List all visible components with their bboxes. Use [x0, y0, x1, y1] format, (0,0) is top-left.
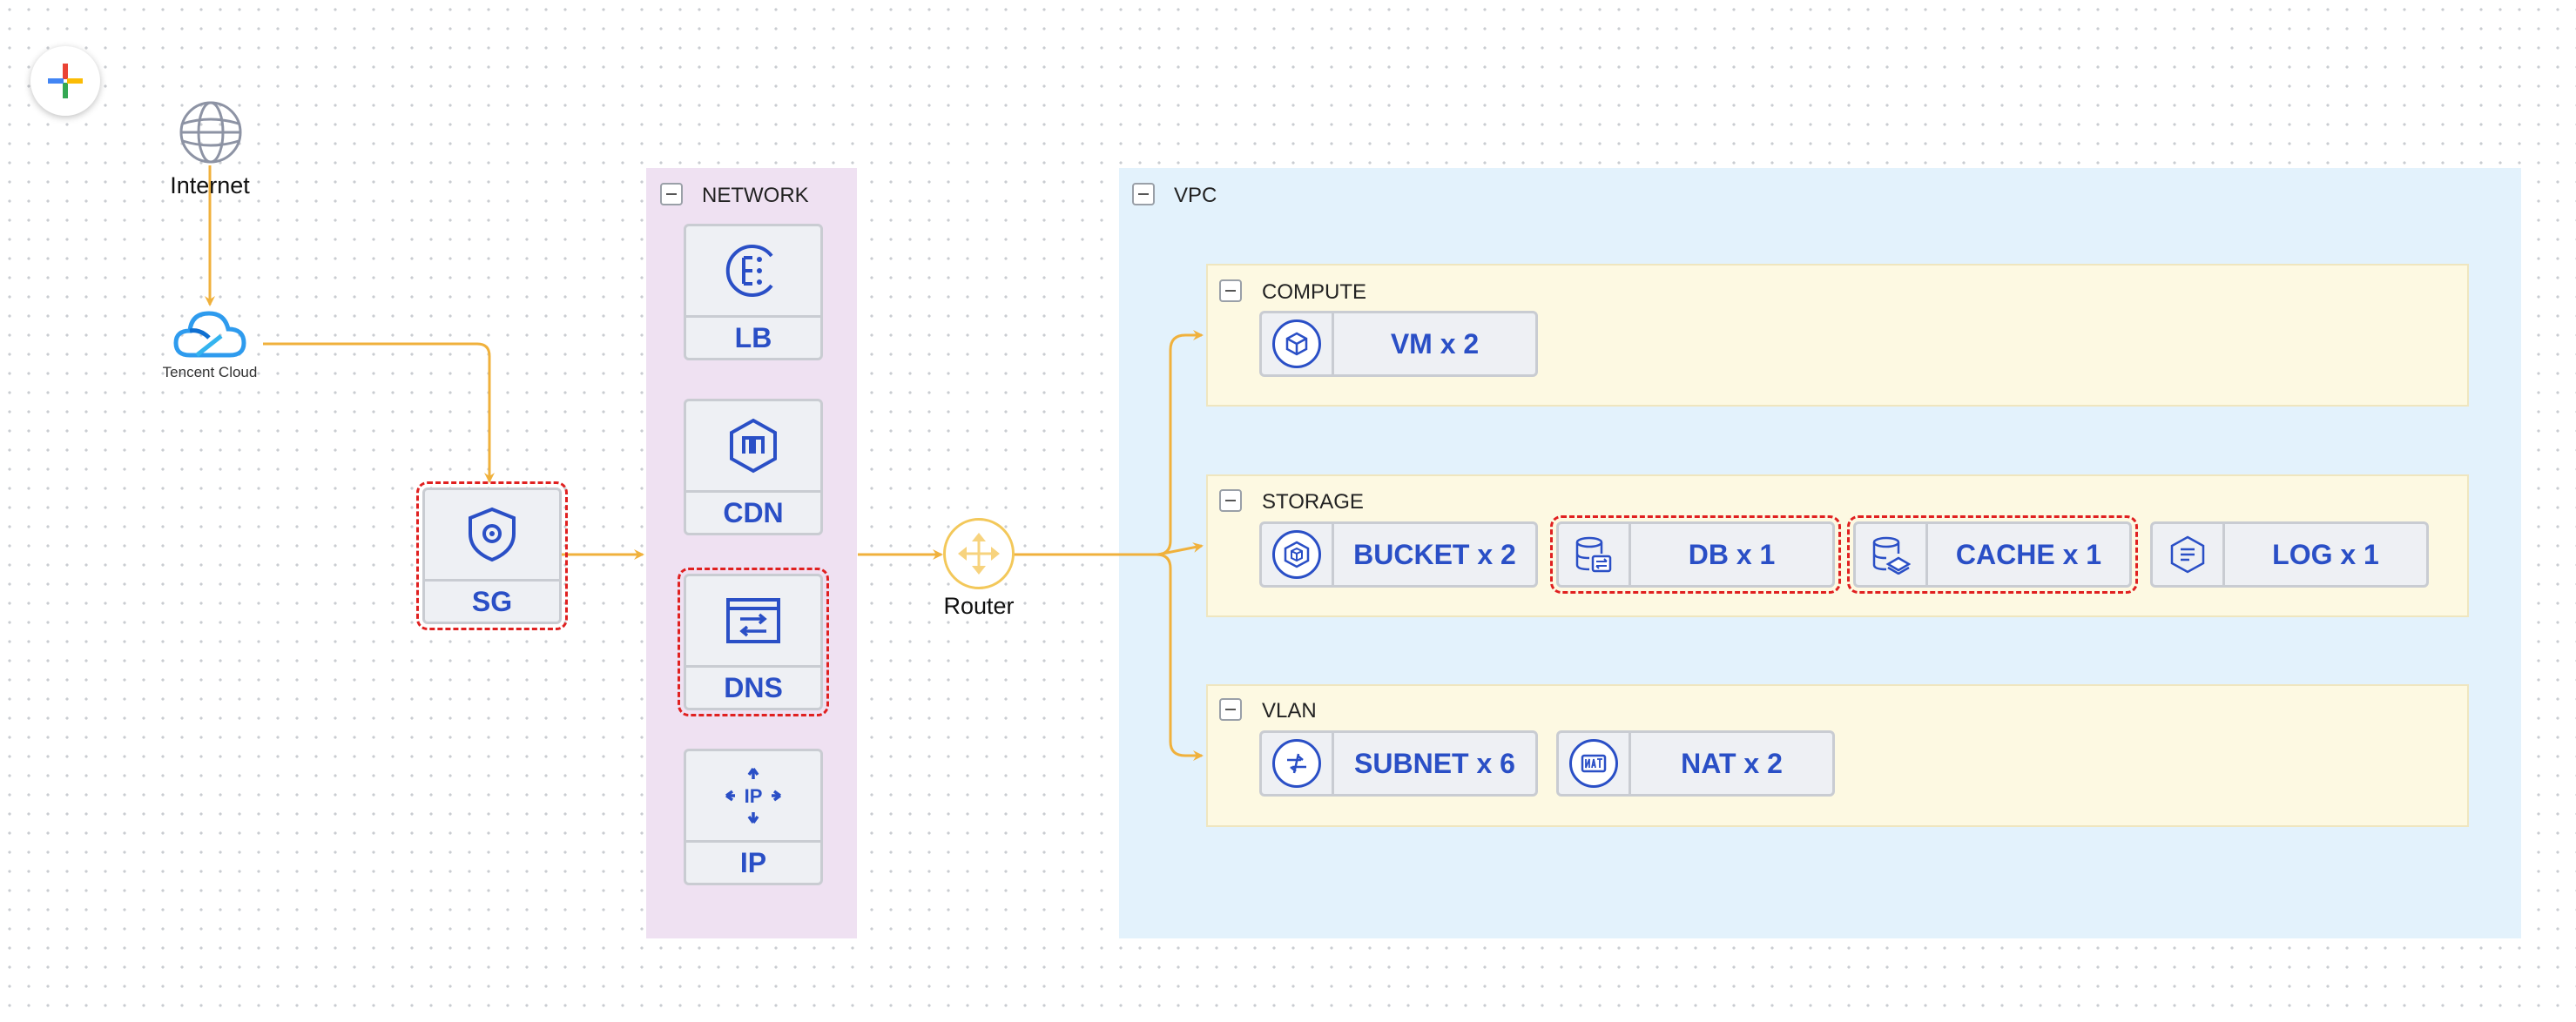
edge-cloud-sg — [263, 342, 495, 483]
bucket-icon-frame — [1272, 530, 1321, 579]
storage-item-db[interactable]: DB x 1 — [1550, 515, 1841, 594]
vlan-collapse-button[interactable] — [1219, 698, 1242, 721]
bucket-label: BUCKET x 2 — [1353, 538, 1516, 570]
nat-icon-cell — [1559, 733, 1631, 794]
cache-label: CACHE x 1 — [1955, 538, 2102, 570]
db-label: DB x 1 — [1688, 538, 1776, 570]
sg-node[interactable]: SG — [416, 481, 568, 630]
ip-icon-cell: IP — [686, 751, 820, 843]
ip-label: IP — [739, 846, 767, 878]
router-node[interactable] — [943, 518, 1015, 589]
vm-icon-cell — [1262, 313, 1334, 374]
tencent-cloud-node[interactable] — [171, 305, 249, 366]
load-balancer-icon — [725, 245, 773, 297]
cdn-icon — [730, 418, 777, 474]
compute-item-vm[interactable]: VM x 2 — [1259, 311, 1538, 377]
subnet-label: SUBNET x 6 — [1354, 747, 1515, 779]
nat-icon-frame — [1569, 739, 1618, 788]
vm-label: VM x 2 — [1390, 327, 1480, 360]
network-item-ip[interactable]: IP IP — [684, 749, 823, 885]
vlan-item-subnet[interactable]: SUBNET x 6 — [1259, 730, 1538, 797]
edge-router-vlan — [1156, 553, 1204, 761]
storage-group-label: STORAGE — [1262, 490, 1364, 514]
bucket-icon-cell — [1262, 524, 1334, 585]
vlan-item-nat[interactable]: NAT x 2 — [1556, 730, 1835, 797]
subnet-icon-cell — [1262, 733, 1334, 794]
nat-icon — [1581, 754, 1607, 773]
network-collapse-button[interactable] — [660, 183, 683, 205]
cache-icon-cell — [1856, 524, 1928, 585]
dns-icon-cell — [686, 576, 820, 668]
sg-icon-cell — [425, 490, 559, 582]
vlan-group-label: VLAN — [1262, 699, 1317, 723]
network-group-label: NETWORK — [702, 184, 809, 207]
vpc-collapse-button[interactable] — [1132, 183, 1155, 205]
network-item-cdn[interactable]: CDN — [684, 399, 823, 535]
vpc-group-label: VPC — [1174, 184, 1217, 207]
sg-label: SG — [471, 585, 513, 617]
database-icon — [1575, 536, 1612, 573]
storage-item-cache[interactable]: CACHE x 1 — [1847, 515, 2138, 594]
router-label: Router — [943, 593, 1015, 619]
storage-item-bucket[interactable]: BUCKET x 2 — [1259, 521, 1538, 588]
tencent-cloud-label: Tencent Cloud — [162, 364, 258, 380]
svg-text:IP: IP — [745, 785, 763, 807]
cdn-icon-cell — [686, 401, 820, 493]
nat-label: NAT x 2 — [1681, 747, 1783, 779]
compute-collapse-button[interactable] — [1219, 279, 1242, 302]
cdn-label: CDN — [723, 496, 784, 528]
log-icon-cell — [2153, 524, 2225, 585]
dns-label: DNS — [724, 671, 783, 703]
network-item-dns[interactable]: DNS — [678, 568, 829, 716]
storage-collapse-button[interactable] — [1219, 489, 1242, 512]
plus-icon — [48, 64, 83, 98]
shield-icon — [469, 507, 516, 562]
internet-label: Internet — [170, 172, 250, 198]
cloud-icon — [173, 311, 246, 358]
log-label: LOG x 1 — [2272, 538, 2379, 570]
vm-icon — [1285, 332, 1308, 356]
compute-group-label: COMPUTE — [1262, 280, 1366, 304]
storage-item-log[interactable]: LOG x 1 — [2150, 521, 2429, 588]
edge-router-storage — [1157, 542, 1204, 556]
db-icon-cell — [1559, 524, 1631, 585]
edge-router-compute — [1014, 330, 1204, 556]
cache-icon — [1872, 536, 1911, 575]
bucket-icon — [1284, 541, 1310, 568]
globe-icon — [179, 101, 242, 164]
ip-icon: IP — [725, 767, 782, 824]
vm-icon-frame — [1272, 319, 1321, 368]
log-icon — [2170, 535, 2205, 574]
subnet-icon-frame — [1272, 739, 1321, 788]
add-button[interactable] — [30, 46, 100, 116]
subnet-icon — [1287, 753, 1306, 774]
lb-icon-cell — [686, 226, 820, 318]
lb-label: LB — [734, 321, 772, 353]
router-icon — [958, 533, 1000, 575]
network-item-lb[interactable]: LB — [684, 224, 823, 360]
internet-node[interactable] — [165, 96, 256, 174]
dns-icon — [726, 598, 780, 643]
